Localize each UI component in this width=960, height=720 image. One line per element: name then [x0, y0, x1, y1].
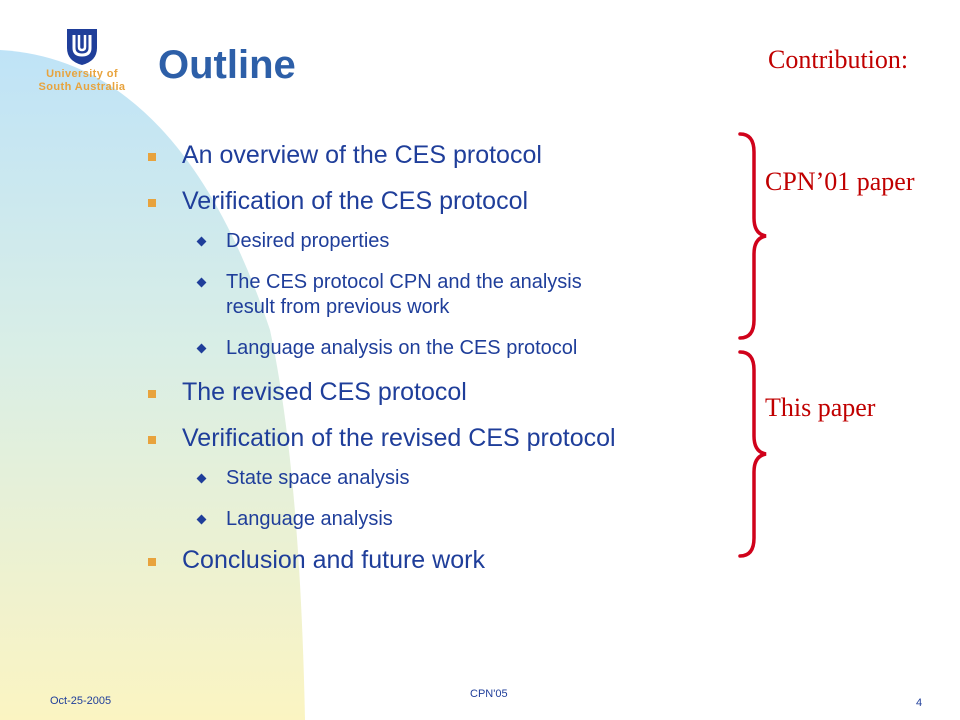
outline-subitem-state-space-analysis: State space analysis: [148, 466, 616, 491]
outline-item-text: The revised CES protocol: [182, 378, 467, 406]
university-name-line1: University of: [46, 68, 118, 80]
diamond-bullet-icon: [196, 236, 207, 247]
square-bullet-icon: [148, 436, 156, 444]
outline-subitem-language-analysis-ces: Language analysis on the CES protocol: [148, 336, 616, 361]
outline-subitem-text: Language analysis: [226, 508, 393, 530]
outline-subitem-text: The CES protocol CPN and the analysis: [226, 271, 582, 293]
square-bullet-icon: [148, 390, 156, 398]
outline-item-text: An overview of the CES protocol: [182, 141, 542, 169]
outline-subitem-ces-protocol-cpn: The CES protocol CPN and the analysis re…: [148, 270, 616, 320]
university-name-line2: South Australia: [38, 81, 126, 93]
square-bullet-icon: [148, 199, 156, 207]
outline-item-revised-protocol: The revised CES protocol: [148, 377, 616, 407]
diamond-bullet-icon: [196, 514, 207, 525]
footer-date: Oct-25-2005: [50, 695, 112, 707]
footer-conference: CPN'05: [470, 688, 508, 700]
outline-list: An overview of the CES protocol Verifica…: [148, 140, 616, 591]
brace-cpn01-icon: [738, 132, 767, 340]
diamond-bullet-icon: [196, 277, 207, 288]
slide-title: Outline: [158, 43, 296, 87]
outline-item-text: Conclusion and future work: [182, 546, 485, 574]
square-bullet-icon: [148, 153, 156, 161]
outline-item-conclusion: Conclusion and future work: [148, 545, 616, 575]
university-logo: University of South Australia: [20, 28, 144, 94]
contribution-heading: Contribution:: [768, 45, 909, 74]
outline-item-overview: An overview of the CES protocol: [148, 140, 616, 170]
brace-this-paper-icon: [738, 350, 767, 558]
outline-subitem-text: Desired properties: [226, 230, 390, 252]
diamond-bullet-icon: [196, 343, 207, 354]
cpn01-paper-label: CPN’01 paper: [765, 167, 915, 196]
footer-page-number: 4: [916, 697, 923, 709]
outline-subitem-desired-properties: Desired properties: [148, 229, 616, 254]
square-bullet-icon: [148, 558, 156, 566]
diamond-bullet-icon: [196, 473, 207, 484]
university-name: University of South Australia: [20, 68, 144, 94]
outline-item-verification-revised: Verification of the revised CES protocol: [148, 423, 616, 453]
outline-subitem-text-continued: result from previous work: [226, 296, 450, 318]
outline-item-text: Verification of the CES protocol: [182, 187, 529, 215]
this-paper-label: This paper: [765, 393, 876, 422]
outline-subitem-text: State space analysis: [226, 467, 410, 489]
university-shield-icon: [67, 29, 97, 65]
outline-item-verification: Verification of the CES protocol: [148, 186, 616, 216]
outline-item-text: Verification of the revised CES protocol: [182, 424, 616, 452]
outline-subitem-text: Language analysis on the CES protocol: [226, 337, 578, 359]
outline-subitem-language-analysis: Language analysis: [148, 507, 616, 532]
